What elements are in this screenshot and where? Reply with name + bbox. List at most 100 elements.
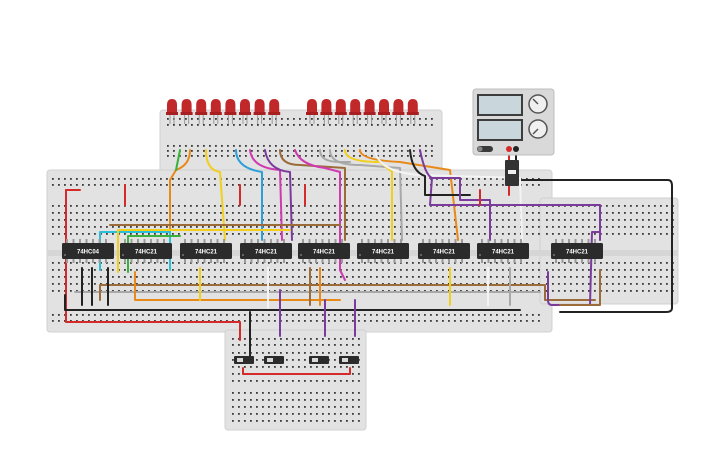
breadboard-hole[interactable]	[172, 290, 174, 292]
breadboard-hole[interactable]	[364, 233, 366, 235]
breadboard-hole[interactable]	[334, 366, 336, 368]
breadboard-hole[interactable]	[388, 233, 390, 235]
breadboard-hole[interactable]	[358, 178, 360, 180]
breadboard-hole[interactable]	[442, 320, 444, 322]
breadboard-hole[interactable]	[413, 150, 415, 152]
breadboard-hole[interactable]	[58, 184, 60, 186]
breadboard-hole[interactable]	[292, 338, 294, 340]
breadboard-hole[interactable]	[136, 320, 138, 322]
breadboard-hole[interactable]	[238, 352, 240, 354]
breadboard-hole[interactable]	[76, 314, 78, 316]
breadboard-hole[interactable]	[298, 399, 300, 401]
breadboard-hole[interactable]	[178, 205, 180, 207]
breadboard-hole[interactable]	[298, 352, 300, 354]
breadboard-hole[interactable]	[70, 212, 72, 214]
breadboard-hole[interactable]	[167, 150, 169, 152]
breadboard-hole[interactable]	[564, 283, 566, 285]
breadboard-hole[interactable]	[430, 219, 432, 221]
breadboard-hole[interactable]	[340, 344, 342, 346]
breadboard-hole[interactable]	[124, 290, 126, 292]
breadboard-hole[interactable]	[346, 344, 348, 346]
breadboard-hole[interactable]	[526, 269, 528, 271]
breadboard-hole[interactable]	[286, 233, 288, 235]
breadboard-hole[interactable]	[298, 212, 300, 214]
breadboard-hole[interactable]	[328, 212, 330, 214]
ic-chip[interactable]: 74HC04	[62, 239, 114, 263]
breadboard-hole[interactable]	[502, 269, 504, 271]
breadboard-hole[interactable]	[179, 155, 181, 157]
breadboard-hole[interactable]	[310, 338, 312, 340]
breadboard-hole[interactable]	[340, 338, 342, 340]
breadboard-hole[interactable]	[226, 178, 228, 180]
breadboard-hole[interactable]	[484, 269, 486, 271]
breadboard-hole[interactable]	[232, 314, 234, 316]
breadboard-hole[interactable]	[382, 184, 384, 186]
breadboard-hole[interactable]	[100, 283, 102, 285]
breadboard-hole[interactable]	[130, 283, 132, 285]
breadboard-hole[interactable]	[358, 406, 360, 408]
breadboard-hole[interactable]	[436, 226, 438, 228]
breadboard-hole[interactable]	[304, 352, 306, 354]
breadboard-hole[interactable]	[167, 118, 169, 120]
breadboard-hole[interactable]	[238, 226, 240, 228]
breadboard-hole[interactable]	[311, 150, 313, 152]
breadboard-hole[interactable]	[502, 314, 504, 316]
breadboard-hole[interactable]	[196, 219, 198, 221]
breadboard-hole[interactable]	[167, 155, 169, 157]
breadboard-hole[interactable]	[352, 262, 354, 264]
breadboard-hole[interactable]	[317, 145, 319, 147]
breadboard-hole[interactable]	[365, 124, 367, 126]
breadboard-hole[interactable]	[202, 290, 204, 292]
breadboard-hole[interactable]	[425, 124, 427, 126]
breadboard-hole[interactable]	[298, 233, 300, 235]
breadboard-hole[interactable]	[209, 150, 211, 152]
breadboard-hole[interactable]	[202, 314, 204, 316]
breadboard-hole[interactable]	[268, 399, 270, 401]
breadboard-hole[interactable]	[508, 276, 510, 278]
breadboard-hole[interactable]	[209, 145, 211, 147]
wire-purple-long[interactable]	[429, 177, 491, 241]
breadboard-hole[interactable]	[94, 283, 96, 285]
breadboard-hole[interactable]	[154, 178, 156, 180]
breadboard-hole[interactable]	[173, 155, 175, 157]
breadboard-hole[interactable]	[424, 205, 426, 207]
breadboard-hole[interactable]	[376, 205, 378, 207]
breadboard-hole[interactable]	[239, 155, 241, 157]
breadboard-hole[interactable]	[660, 290, 662, 292]
breadboard-hole[interactable]	[190, 269, 192, 271]
breadboard-hole[interactable]	[346, 380, 348, 382]
breadboard-hole[interactable]	[226, 320, 228, 322]
breadboard-hole[interactable]	[430, 283, 432, 285]
breadboard-hole[interactable]	[484, 290, 486, 292]
breadboard-hole[interactable]	[244, 392, 246, 394]
breadboard-hole[interactable]	[130, 184, 132, 186]
breadboard-hole[interactable]	[322, 269, 324, 271]
breadboard-hole[interactable]	[412, 233, 414, 235]
breadboard-hole[interactable]	[424, 212, 426, 214]
breadboard-hole[interactable]	[472, 184, 474, 186]
breadboard-hole[interactable]	[328, 314, 330, 316]
breadboard-hole[interactable]	[298, 320, 300, 322]
breadboard-hole[interactable]	[316, 344, 318, 346]
breadboard-hole[interactable]	[478, 184, 480, 186]
breadboard-hole[interactable]	[636, 212, 638, 214]
breadboard-hole[interactable]	[594, 276, 596, 278]
breadboard-hole[interactable]	[106, 219, 108, 221]
breadboard-hole[interactable]	[359, 124, 361, 126]
breadboard-hole[interactable]	[526, 184, 528, 186]
breadboard-hole[interactable]	[546, 212, 548, 214]
breadboard-hole[interactable]	[142, 184, 144, 186]
breadboard-hole[interactable]	[118, 283, 120, 285]
breadboard-hole[interactable]	[280, 283, 282, 285]
breadboard-hole[interactable]	[232, 219, 234, 221]
breadboard-hole[interactable]	[244, 344, 246, 346]
breadboard-hole[interactable]	[256, 359, 258, 361]
breadboard-hole[interactable]	[606, 283, 608, 285]
breadboard-hole[interactable]	[454, 290, 456, 292]
wire-orange-2[interactable]	[359, 149, 459, 241]
breadboard-hole[interactable]	[654, 233, 656, 235]
breadboard-hole[interactable]	[478, 219, 480, 221]
breadboard-hole[interactable]	[310, 380, 312, 382]
breadboard-hole[interactable]	[316, 320, 318, 322]
breadboard-hole[interactable]	[322, 226, 324, 228]
